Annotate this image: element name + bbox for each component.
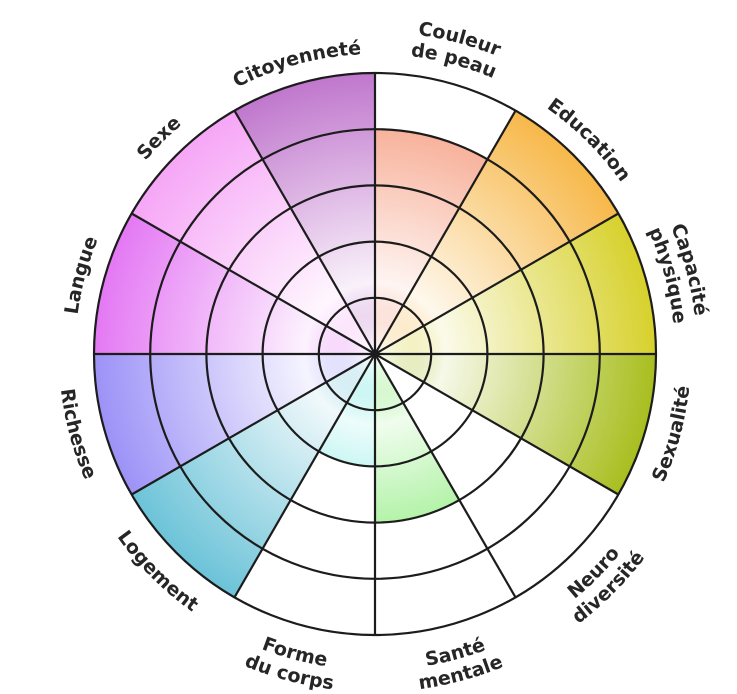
- spoke-10: [131, 212, 376, 355]
- segment-fill-forme-du-corps: [318, 354, 375, 467]
- spoke-2: [374, 212, 619, 355]
- segment-fill-sexe: [131, 110, 375, 355]
- segment-fills: [94, 73, 656, 598]
- segment-label-sexualite: Sexualité: [648, 384, 694, 485]
- segment-fill-logement: [131, 354, 375, 598]
- wheel-grid: [92, 71, 658, 637]
- spoke-1: [374, 110, 517, 355]
- segment-fill-sexualite: [375, 354, 656, 495]
- segment-label-line: Richesse: [56, 387, 101, 482]
- spoke-4: [374, 353, 619, 496]
- segment-fill-sante-mentale: [375, 354, 460, 523]
- segment-fill-langue: [94, 213, 375, 354]
- spoke-8: [131, 353, 376, 496]
- segment-fill-richesse: [94, 354, 375, 495]
- spoke-11: [233, 110, 376, 355]
- spoke-5: [374, 353, 517, 598]
- segment-label-line: Sexualité: [648, 384, 694, 485]
- segment-label-line: Langue: [61, 233, 103, 316]
- segment-fill-couleur-de-peau: [375, 129, 488, 354]
- segment-label-richesse: Richesse: [56, 387, 101, 482]
- spoke-7: [233, 353, 376, 598]
- segment-label-langue: Langue: [61, 233, 103, 316]
- segment-fill-capacite-physique: [375, 213, 656, 354]
- segment-fill-citoyennete: [234, 73, 375, 354]
- segment-fill-education: [375, 110, 619, 355]
